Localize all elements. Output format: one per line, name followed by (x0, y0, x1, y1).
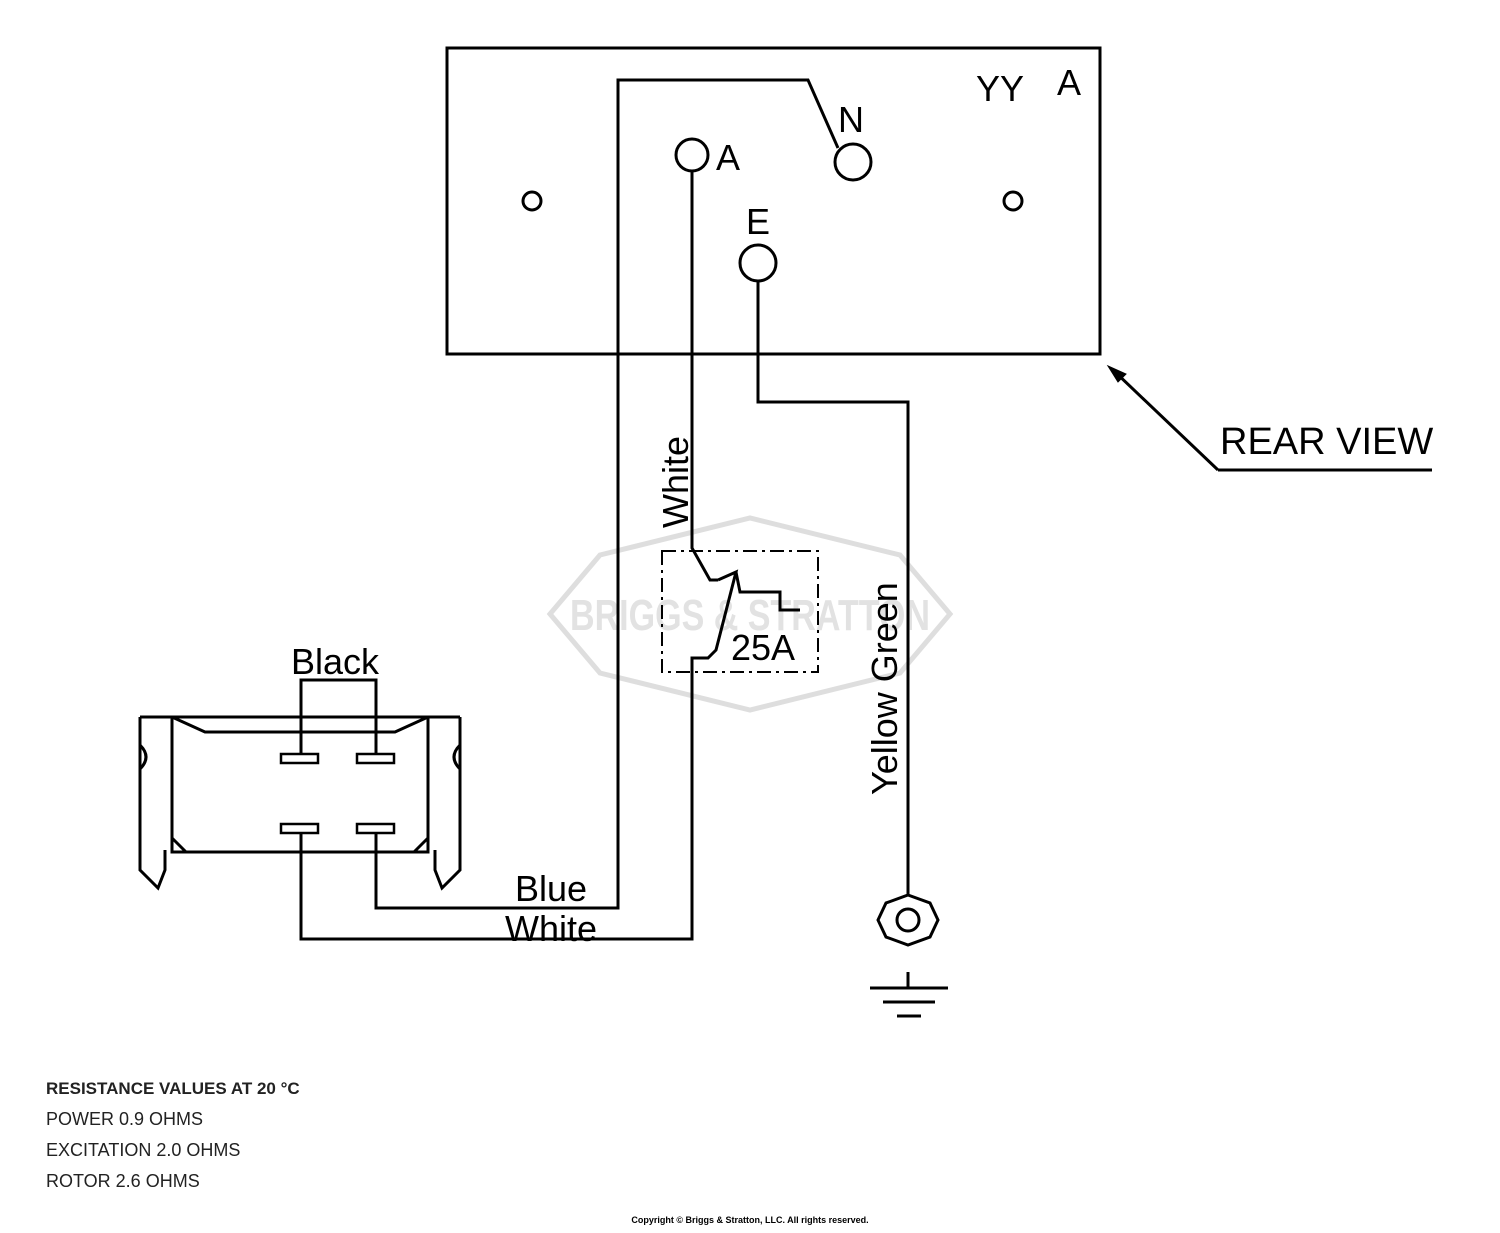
wire-white-lower (299, 670, 694, 941)
wire-black-jumper (299, 678, 378, 754)
resistance-power: POWER 0.9 OHMS (46, 1109, 204, 1129)
wire-white-bottom-label: White (505, 908, 597, 949)
resistance-rotor: ROTOR 2.6 OHMS (46, 1171, 200, 1191)
connector-plug (138, 715, 462, 891)
wire-blue (374, 78, 840, 910)
wire-white-vertical-label: White (655, 436, 696, 528)
wire-white-upper (690, 171, 718, 582)
breaker-rating-label: 25A (731, 627, 795, 668)
copyright-notice: Copyright © Briggs & Stratton, LLC. All … (631, 1215, 869, 1225)
control-panel-box (445, 46, 1102, 356)
ground-stud (876, 893, 940, 947)
wire-black-label: Black (291, 641, 380, 682)
panel-letter-label: A (1057, 62, 1081, 103)
rear-view-leader (1106, 364, 1432, 472)
panel-code-label: YY (976, 68, 1024, 109)
wire-yellow-green (756, 281, 910, 895)
circuit-breaker-25a (661, 550, 819, 673)
terminal-n-post (833, 142, 873, 182)
resistance-excitation: EXCITATION 2.0 OHMS (46, 1140, 241, 1160)
terminal-n-label: N (838, 99, 864, 140)
watermark-logo: BRIGGS & STRATTON (546, 515, 954, 713)
terminal-a-post (674, 137, 710, 173)
watermark-text: BRIGGS & STRATTON (570, 591, 930, 640)
rear-view-label: REAR VIEW (1220, 421, 1433, 463)
mounting-hole-right (1002, 190, 1024, 212)
wire-blue-label: Blue (515, 868, 587, 909)
resistance-title: RESISTANCE VALUES AT 20 °C (46, 1079, 300, 1098)
ground-symbol-icon (870, 972, 948, 1018)
terminal-e-label: E (746, 201, 770, 242)
terminal-e-post (738, 243, 778, 283)
wire-yellow-green-label: Yellow Green (864, 582, 905, 795)
mounting-hole-left (521, 190, 543, 212)
resistance-notes: RESISTANCE VALUES AT 20 °C POWER 0.9 OHM… (46, 1073, 300, 1197)
terminal-a-label: A (716, 137, 740, 178)
